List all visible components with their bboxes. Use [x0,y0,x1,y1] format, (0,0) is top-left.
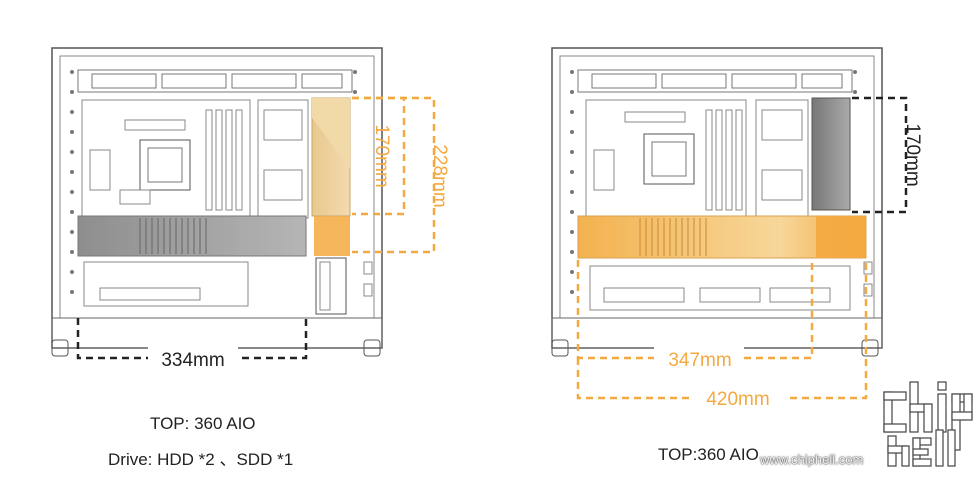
right-case [551,47,883,357]
right-dim-347-label: 347mm [668,350,731,371]
right-top-fans [577,69,853,93]
left-caption-line1: TOP: 360 AIO [150,414,256,433]
right-dim-420 [576,260,868,412]
left-gpu-fins [139,218,207,254]
left-foot-r [363,339,381,357]
right-gpu-fins [639,218,707,256]
right-dim-420-label: 420mm [706,389,769,410]
right-lower-components [589,261,873,311]
left-foot-l [51,339,69,357]
right-foot-l [551,339,569,357]
right-dim-347 [576,260,814,372]
left-caption-line2: Drive: HDD *2 、SDD *1 [108,450,294,469]
left-orange-block [314,216,350,256]
watermark-url: www.chiphell.com [760,452,864,467]
left-dim-334-label: 334mm [161,350,224,371]
left-gpu [77,215,307,257]
right-dim-170-label: 170mm [902,123,923,186]
right-gpu-end [816,216,866,258]
left-dim-228 [352,96,436,254]
left-top-fans [77,69,353,93]
right-caption-line1: TOP:360 AIO [658,445,759,464]
left-dim-334 [76,318,308,372]
right-motherboard [585,99,747,219]
left-vent-dots [70,70,357,294]
left-case [51,47,383,357]
right-radiator [811,97,851,211]
right-dim-170 [852,96,908,214]
left-dim-170-label: 170mm [371,124,392,187]
chiphell-logo [883,381,973,467]
right-foot-r [861,339,879,357]
left-lower-components [83,257,373,315]
right-vent-dots [570,70,857,294]
left-dim-228-label: 228mm [429,144,450,207]
